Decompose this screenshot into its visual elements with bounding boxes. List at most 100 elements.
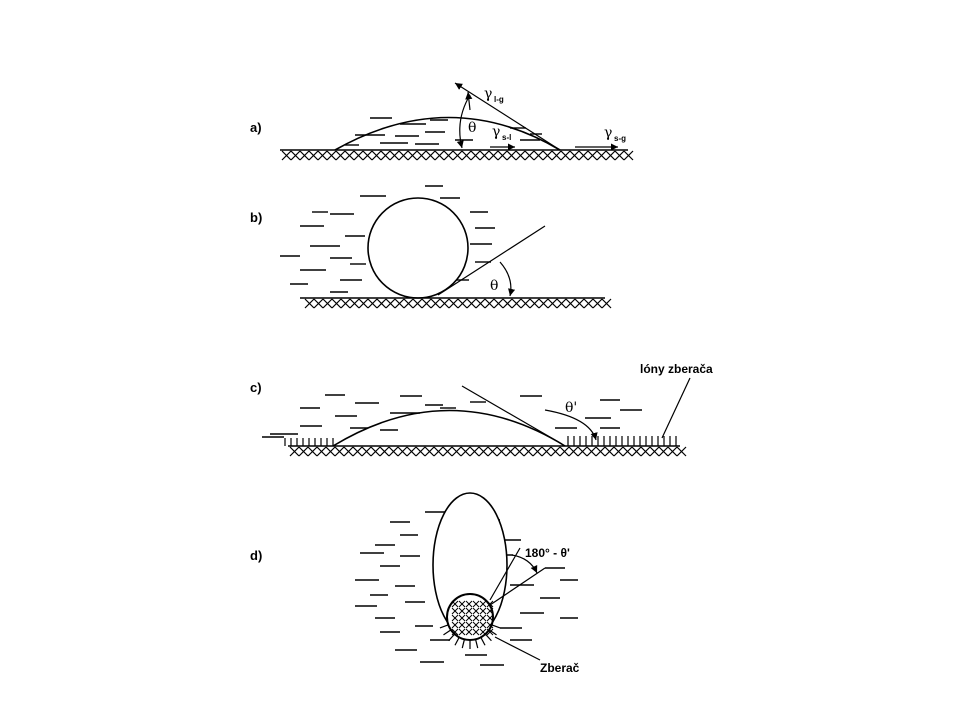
- hatch-stroke: [289, 446, 300, 457]
- collector-hatch: [451, 607, 459, 615]
- hatch-stroke: [676, 446, 687, 457]
- collector-hatch: [486, 628, 494, 636]
- panel-a-gamma-sl-subscript: s-l: [502, 133, 511, 142]
- hatch-stroke: [299, 150, 310, 161]
- hatch-stroke: [488, 150, 499, 161]
- collector-hatch: [479, 614, 487, 622]
- hatch-stroke: [631, 446, 642, 457]
- collector-spike: [491, 624, 501, 629]
- hatch-stroke: [406, 446, 417, 457]
- hatch-stroke: [649, 446, 660, 457]
- hatch-stroke: [605, 150, 616, 161]
- hatch-stroke: [331, 298, 342, 309]
- hatch-stroke: [439, 298, 450, 309]
- hatch-stroke: [559, 446, 570, 457]
- collector-hatch: [479, 600, 487, 608]
- hatch-stroke: [434, 150, 445, 161]
- hatch-stroke: [515, 150, 526, 161]
- collector-hatch: [451, 621, 459, 629]
- hatch-stroke: [412, 298, 423, 309]
- hatch-stroke: [343, 446, 354, 457]
- panel-c-liquid-dashes: [270, 394, 642, 435]
- hatch-stroke: [542, 150, 553, 161]
- hatch-stroke: [587, 150, 598, 161]
- hatch-stroke: [586, 446, 597, 457]
- hatch-stroke: [371, 150, 382, 161]
- collector-hatch: [486, 621, 494, 629]
- hatch-stroke: [442, 446, 453, 457]
- collector-spike: [474, 639, 479, 649]
- panel-b-solid-hatch: [304, 298, 612, 309]
- panel-a-theta-arrow: [465, 91, 473, 111]
- hatch-stroke: [290, 150, 301, 161]
- hatch-stroke: [448, 298, 459, 309]
- collector-spike: [461, 639, 466, 649]
- collector-hatch: [479, 628, 487, 636]
- panel-a-theta: θ: [468, 120, 476, 136]
- hatch-stroke: [560, 150, 571, 161]
- collector-hatch: [472, 600, 480, 608]
- hatch-stroke: [614, 150, 625, 161]
- panel-d-label: d): [250, 548, 262, 563]
- hatch-stroke: [595, 446, 606, 457]
- panel-c-theta-arc: [544, 409, 598, 441]
- collector-spike: [443, 629, 452, 636]
- hatch-stroke: [322, 298, 333, 309]
- panel-a-label: a): [250, 120, 262, 135]
- hatch-stroke: [298, 446, 309, 457]
- collector-spike: [480, 637, 486, 646]
- hatch-stroke: [479, 150, 490, 161]
- collector-hatch: [472, 607, 480, 615]
- panel-b-liquid-dashes: [280, 185, 495, 293]
- collector-hatch: [451, 614, 459, 622]
- hatch-stroke: [578, 150, 589, 161]
- hatch-stroke: [538, 298, 549, 309]
- hatch-stroke: [415, 446, 426, 457]
- hatch-stroke: [496, 446, 507, 457]
- hatch-stroke: [376, 298, 387, 309]
- collector-hatch: [479, 621, 487, 629]
- hatch-stroke: [430, 298, 441, 309]
- hatch-stroke: [667, 446, 678, 457]
- hatch-stroke: [466, 298, 477, 309]
- hatch-stroke: [340, 298, 351, 309]
- hatch-stroke: [443, 150, 454, 161]
- panel-c-tangent-line: [461, 385, 563, 445]
- collector-hatch: [458, 621, 466, 629]
- hatch-stroke: [352, 446, 363, 457]
- hatch-stroke: [505, 446, 516, 457]
- hatch-stroke: [502, 298, 513, 309]
- panel-a-liquid-dashes: [345, 117, 542, 146]
- panel-c-theta: θ': [565, 400, 577, 416]
- hatch-stroke: [640, 446, 651, 457]
- hatch-stroke: [565, 298, 576, 309]
- hatch-stroke: [362, 150, 373, 161]
- panel-c: c) θ' lóny zberača: [250, 362, 713, 457]
- hatch-stroke: [358, 298, 369, 309]
- panel-c-solid-hatch: [289, 446, 687, 457]
- hatch-stroke: [407, 150, 418, 161]
- hatch-stroke: [623, 150, 634, 161]
- hatch-stroke: [533, 150, 544, 161]
- hatch-stroke: [394, 298, 405, 309]
- collector-hatch: [458, 628, 466, 636]
- collector-hatch: [458, 607, 466, 615]
- hatch-stroke: [577, 446, 588, 457]
- hatch-stroke: [574, 298, 585, 309]
- collector-hatch: [486, 600, 494, 608]
- panel-d-collector-label: Zberač: [540, 661, 580, 675]
- collector-hatch: [486, 614, 494, 622]
- panel-d-angle-label: 180° - θ': [525, 546, 570, 560]
- hatch-stroke: [550, 446, 561, 457]
- panel-c-label: c): [250, 380, 262, 395]
- hatch-stroke: [470, 150, 481, 161]
- hatch-stroke: [604, 446, 615, 457]
- panel-d-collector-spikes: [439, 624, 501, 649]
- hatch-stroke: [658, 446, 669, 457]
- hatch-stroke: [451, 446, 462, 457]
- collector-spike: [488, 629, 497, 636]
- panel-a-gamma-sl-symbol: γ: [492, 124, 500, 140]
- hatch-stroke: [524, 150, 535, 161]
